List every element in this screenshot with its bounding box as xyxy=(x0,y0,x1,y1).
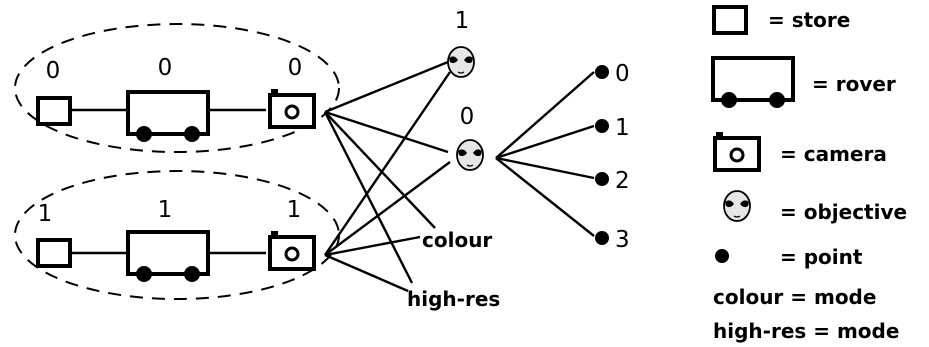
point-3-icon xyxy=(595,231,609,245)
legend-point-label: = point xyxy=(780,245,863,269)
mode-colour-label: colour xyxy=(422,228,492,252)
objective-1-icon xyxy=(447,46,475,78)
point-1-icon xyxy=(595,119,609,133)
legend-objective-label: = objective xyxy=(780,200,907,224)
legend-point-icon xyxy=(715,249,729,263)
legend-rover-icon xyxy=(711,56,795,110)
legend-camera-icon xyxy=(713,130,761,172)
legend-store-label: = store xyxy=(768,8,850,32)
objective-0-icon xyxy=(456,139,484,171)
store-0-icon xyxy=(36,96,72,126)
legend: = store = rover = camera = objective = p… xyxy=(711,5,907,343)
mode-highres-label: high-res xyxy=(407,287,500,311)
group-0-boundary xyxy=(14,23,340,153)
legend-highres-mode: high-res = mode xyxy=(713,319,899,343)
legend-objective-icon xyxy=(723,190,751,222)
point-2-label: 2 xyxy=(615,168,630,194)
objective-1-id: 1 xyxy=(455,8,470,34)
legend-camera-label: = camera xyxy=(780,142,887,166)
point-1-label: 1 xyxy=(615,115,630,141)
point-2-icon xyxy=(595,172,609,186)
legend-colour-mode: colour = mode xyxy=(713,285,876,309)
point-3-label: 3 xyxy=(615,227,630,253)
camera-0-icon xyxy=(268,87,316,129)
rover-1-count: 1 xyxy=(158,197,173,223)
legend-store-icon xyxy=(712,5,748,35)
legend-rover-label: = rover xyxy=(812,72,896,96)
camera-1-count: 1 xyxy=(287,197,302,223)
camera-0-count: 0 xyxy=(288,55,303,81)
store-1-count: 1 xyxy=(38,201,53,227)
connector-lines xyxy=(72,60,595,293)
point-0-label: 0 xyxy=(615,61,630,87)
rover-0-icon xyxy=(126,90,210,144)
camera-1-icon xyxy=(268,229,316,271)
point-0-icon xyxy=(595,65,609,79)
objective-0-id: 0 xyxy=(460,104,475,130)
store-0-count: 0 xyxy=(46,58,61,84)
rover-0-count: 0 xyxy=(158,55,173,81)
store-1-icon xyxy=(36,238,72,268)
rover-1-icon xyxy=(126,230,210,284)
